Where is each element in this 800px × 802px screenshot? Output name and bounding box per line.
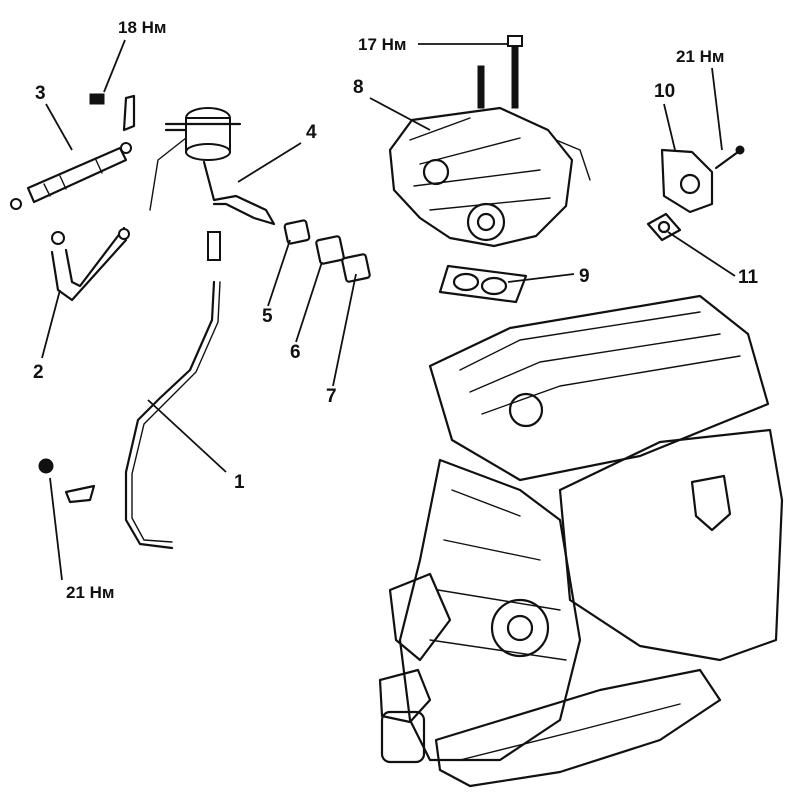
torque-label-bolt-10: 21 Нм — [676, 47, 725, 66]
callout-2: 2 — [33, 362, 44, 383]
callout-10: 10 — [654, 81, 675, 102]
part-10-component — [660, 145, 745, 214]
part-2-elbow-hose — [50, 226, 130, 302]
torque-label-bottom-bolt: 21 Нм — [66, 583, 115, 602]
gaskets-5-6-7 — [283, 219, 371, 283]
part-11-gasket — [646, 212, 682, 242]
torque-label-bolt-8: 17 Нм — [358, 35, 407, 54]
callout-3: 3 — [35, 83, 46, 104]
engine-block — [378, 294, 784, 788]
fuel-pump — [149, 107, 276, 226]
callout-8: 8 — [353, 77, 364, 98]
torque-label-bolt-3: 18 Нм — [118, 18, 167, 37]
part-3-fuel-hose — [10, 93, 136, 210]
leader-lines — [41, 39, 736, 581]
callout-5: 5 — [262, 306, 273, 327]
part-1-fuel-line — [124, 231, 221, 550]
part-9-carburetor-gasket — [438, 264, 528, 304]
part-8-carburetor — [388, 35, 591, 248]
callout-11: 11 — [738, 267, 759, 288]
bottom-left-bolt-and-bracket — [38, 458, 96, 504]
callout-9: 9 — [579, 266, 590, 287]
callout-1: 1 — [234, 472, 245, 493]
callout-4: 4 — [306, 122, 317, 143]
callout-7: 7 — [326, 386, 337, 407]
callout-6: 6 — [290, 342, 301, 363]
